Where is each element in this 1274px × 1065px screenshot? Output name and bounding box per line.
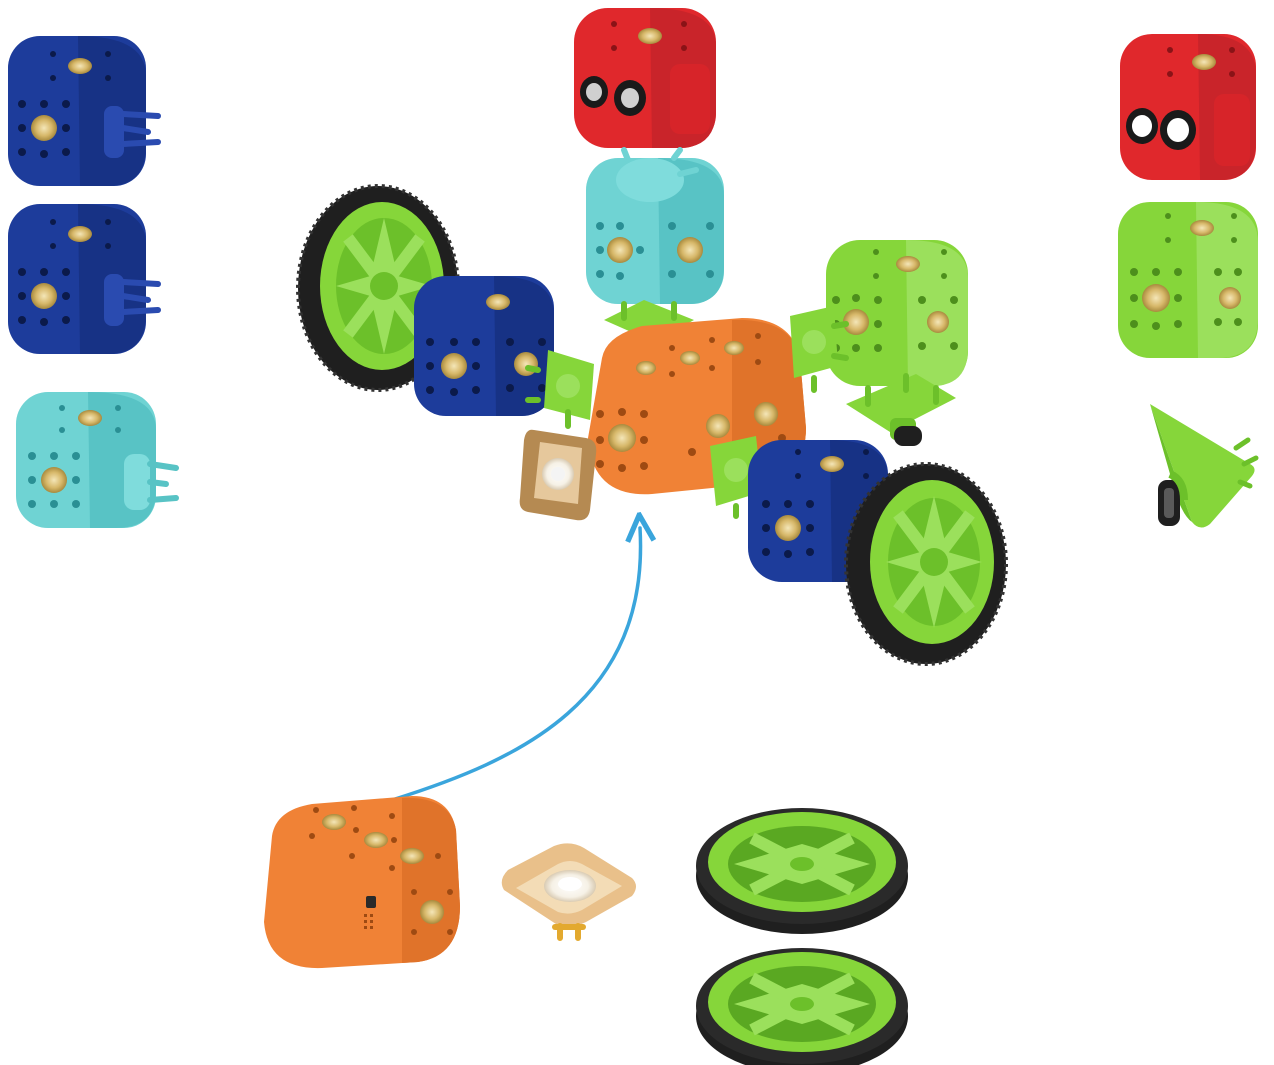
rgb-led-plate	[502, 843, 636, 938]
teal-servo-cube	[16, 392, 176, 528]
assembly-blue-motor-cube-left	[414, 276, 554, 416]
green-wheel-top	[696, 808, 908, 934]
assembly-green-passive-cube	[826, 240, 968, 386]
red-distance-sensor-cube-right	[1120, 34, 1256, 180]
assembly-arrow	[392, 528, 641, 800]
orange-power-brain-module	[264, 796, 460, 968]
assembly-right-wheel	[846, 464, 1006, 664]
assembly-rgb-led-plate	[520, 430, 597, 521]
green-passive-cube-right	[1118, 202, 1258, 358]
blue-motor-cube-top	[8, 36, 158, 186]
caster-wheel-plate-right	[1150, 404, 1256, 528]
blue-motor-cube-bottom	[8, 204, 158, 354]
assembly-teal-servo-cube	[586, 150, 724, 304]
green-wheel-bottom	[696, 948, 908, 1065]
assembly-red-distance-sensor-cube	[574, 8, 716, 148]
